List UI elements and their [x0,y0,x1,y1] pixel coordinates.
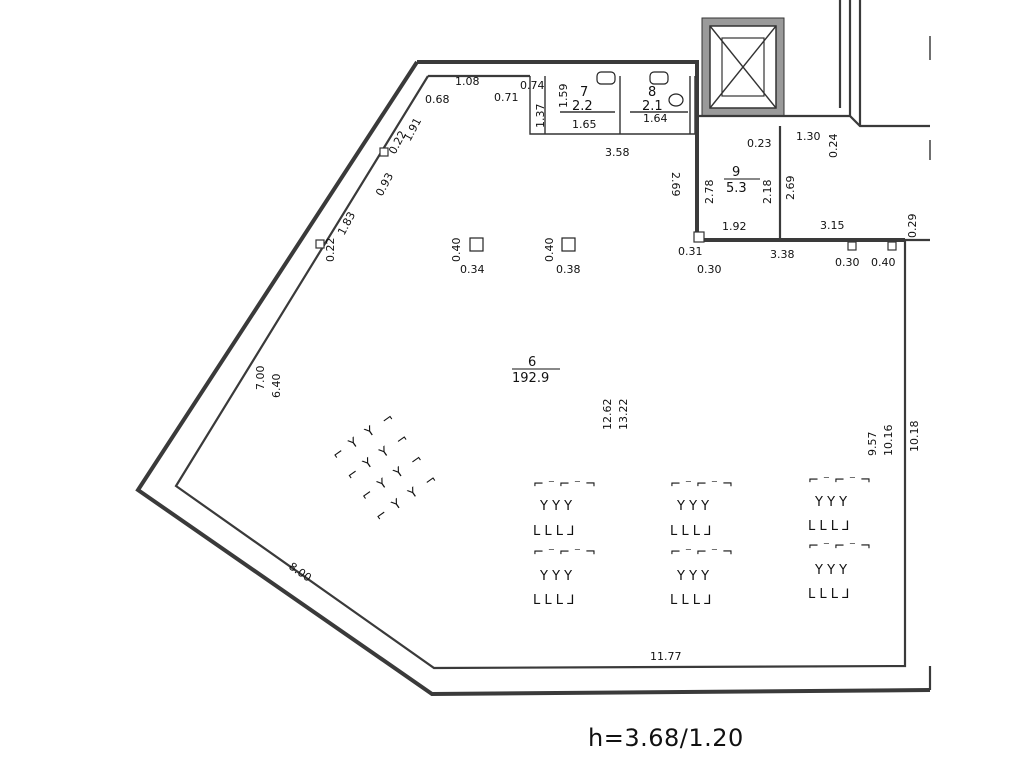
svg-text:Y: Y [405,485,421,502]
outer-walls [135,60,932,697]
dimension-label: 0.68 [425,93,450,106]
dimension-label: 6.40 [270,374,283,399]
dimension-label: 0.24 [827,134,840,159]
svg-text:L L L ⅃: L L L ⅃ [670,524,711,539]
dimension-label: 0.31 [678,245,703,258]
dimension-label: 2.69 [784,176,797,201]
seating-group-1: ⌐ ⁻ ⌐ ⁻ ¬ Y Y Y L L L ⅃ ⌐ ⁻ ⌐ ⁻ ¬ Y Y Y … [533,477,596,608]
dimension-label: 12.62 [601,399,614,431]
seating-group-3: ⌐ ⁻ ⌐ ⁻ ¬ Y Y Y L L L ⅃ ⌐ ⁻ ⌐ ⁻ ¬ Y Y Y … [808,473,871,602]
dimension-label: 0.38 [556,263,581,276]
svg-text:Y Y Y: Y Y Y [676,499,709,514]
room-8-area: 2.1 [642,99,663,114]
dimension-label: 2.18 [761,180,774,205]
svg-text:Y: Y [391,465,407,482]
dimension-label: 1.92 [722,220,747,233]
toilet-block [529,71,696,135]
dimension-label: 0.22 [324,238,337,263]
svg-text:¬: ¬ [408,451,426,470]
room-labels: 6 192.9 7 2.2 8 2.1 9 5.3 [512,85,760,386]
dimension-label: 0.30 [835,256,860,269]
dimension-label: 0.93 [373,171,396,199]
elevator-shaft [701,17,785,117]
svg-text:Y Y Y: Y Y Y [539,499,572,514]
dimension-label: 1.30 [796,130,821,143]
svg-text:⌐ ⁻ ⌐ ⁻ ¬: ⌐ ⁻ ⌐ ⁻ ¬ [808,539,871,554]
dimension-label: 1.08 [455,75,480,88]
svg-text:L L L ⅃: L L L ⅃ [533,593,574,608]
svg-text:Y Y Y: Y Y Y [539,569,572,584]
dimension-label: 2.69 [669,172,682,197]
room-6-area: 192.9 [512,371,549,386]
svg-text:¬: ¬ [422,472,440,491]
room-7-area: 2.2 [572,99,593,114]
dimension-label: 0.40 [871,256,896,269]
svg-text:Y Y Y: Y Y Y [814,495,847,510]
dimension-label: 0.34 [460,263,485,276]
dimension-label: 3.58 [605,146,630,159]
dimension-label: 1.37 [534,104,547,129]
service-rooms [693,0,931,251]
dimension-label: 0.40 [450,238,463,263]
svg-text:⌐ ⁻ ⌐ ⁻ ¬: ⌐ ⁻ ⌐ ⁻ ¬ [533,545,596,560]
toilet-icon [649,71,669,85]
svg-text:Y: Y [374,476,390,493]
dimension-label: 0.40 [543,238,556,263]
dimension-label: 7.00 [254,366,267,391]
svg-text:Y: Y [376,444,392,461]
dimension-label: 9.57 [866,432,879,457]
dimension-label: 0.29 [906,214,919,239]
svg-text:Y: Y [360,456,376,473]
svg-text:⌐: ⌐ [359,486,377,505]
column-square [469,237,484,252]
svg-text:⌐ ⁻ ⌐ ⁻ ¬: ⌐ ⁻ ⌐ ⁻ ¬ [670,545,733,560]
room-8-number: 8 [648,85,656,100]
dimension-label: 10.18 [908,421,921,453]
dimension-label: 2.78 [703,180,716,205]
room-7-number: 7 [580,85,588,100]
room-9-area: 5.3 [726,181,747,196]
dimension-labels: 1.08 0.74 0.68 0.71 1.59 1.37 1.65 1.64 … [254,75,921,663]
svg-text:⌐: ⌐ [330,445,348,464]
column-square [561,237,576,252]
svg-text:¬: ¬ [379,410,397,429]
svg-text:⌐: ⌐ [373,506,391,525]
svg-text:Y: Y [362,424,378,441]
svg-text:Y Y Y: Y Y Y [814,563,847,578]
svg-text:Y: Y [389,497,405,514]
dimension-label: 1.65 [572,118,597,131]
sink-icon [668,93,684,107]
dimension-label: 1.59 [557,84,570,109]
seating-group-2: ⌐ ⁻ ⌐ ⁻ ¬ Y Y Y L L L ⅃ ⌐ ⁻ ⌐ ⁻ ¬ Y Y Y … [670,477,733,608]
svg-text:⌐ ⁻ ⌐ ⁻ ¬: ⌐ ⁻ ⌐ ⁻ ¬ [670,477,733,492]
svg-text:Y Y Y: Y Y Y [676,569,709,584]
room-6-number: 6 [528,355,536,370]
dimension-label: 10.16 [882,425,895,457]
svg-text:⌐: ⌐ [344,465,362,484]
dimension-label: 3.38 [770,248,795,261]
svg-text:¬: ¬ [393,431,411,450]
dimension-label: 0.30 [697,263,722,276]
dimension-label: 13.22 [617,399,630,431]
svg-text:L L L ⅃: L L L ⅃ [533,524,574,539]
svg-text:Y: Y [346,435,362,452]
dimension-label: 0.23 [747,137,772,150]
svg-text:L L L ⅃: L L L ⅃ [670,593,711,608]
dimension-label: 1.83 [335,210,358,238]
dimension-label: 1.64 [643,112,668,125]
svg-text:⌐ ⁻ ⌐ ⁻ ¬: ⌐ ⁻ ⌐ ⁻ ¬ [808,473,871,488]
dimension-label: 3.15 [820,219,845,232]
dimension-label: 0.74 [520,79,545,92]
svg-text:⌐ ⁻ ⌐ ⁻ ¬: ⌐ ⁻ ⌐ ⁻ ¬ [533,477,596,492]
ceiling-height-label: h=3.68/1.20 [588,724,744,752]
toilet-icon [596,71,616,85]
dimension-label: 0.71 [494,91,519,104]
svg-text:L L L ⅃: L L L ⅃ [808,519,849,534]
seating-group-diagonal: ⌐YY¬ ⌐YY¬ ⌐YY¬ ⌐YY¬ [330,410,440,524]
dimension-label: 11.77 [650,650,682,663]
room-9-number: 9 [732,165,740,180]
svg-text:L L L ⅃: L L L ⅃ [808,587,849,602]
columns [315,147,576,252]
